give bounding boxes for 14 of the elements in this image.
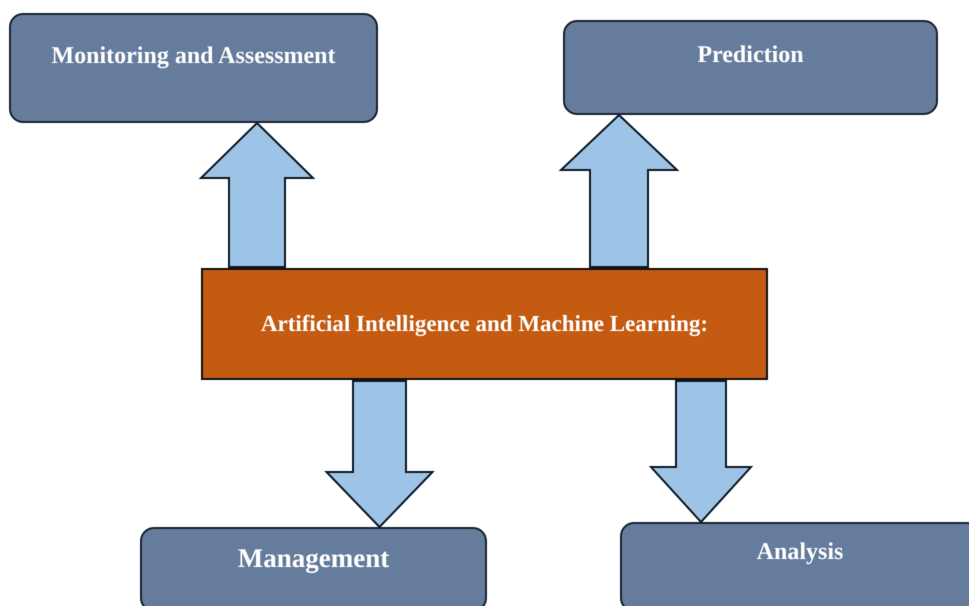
topic-box [140,527,487,606]
node-label: Analysis [756,539,844,566]
topic-box [620,522,969,606]
node-label: Artificial Intelligence and Machine Learning: [260,311,708,337]
block-arrow [558,114,680,268]
topic-box [9,13,378,123]
node-label: Monitoring and Assessment [51,43,336,70]
central-box [201,268,768,380]
block-arrow [198,122,316,268]
block-arrow [648,380,754,524]
node-label: Management [238,543,390,574]
topic-box [563,20,938,115]
node-label: Prediction [697,42,804,69]
block-arrow [324,380,435,528]
